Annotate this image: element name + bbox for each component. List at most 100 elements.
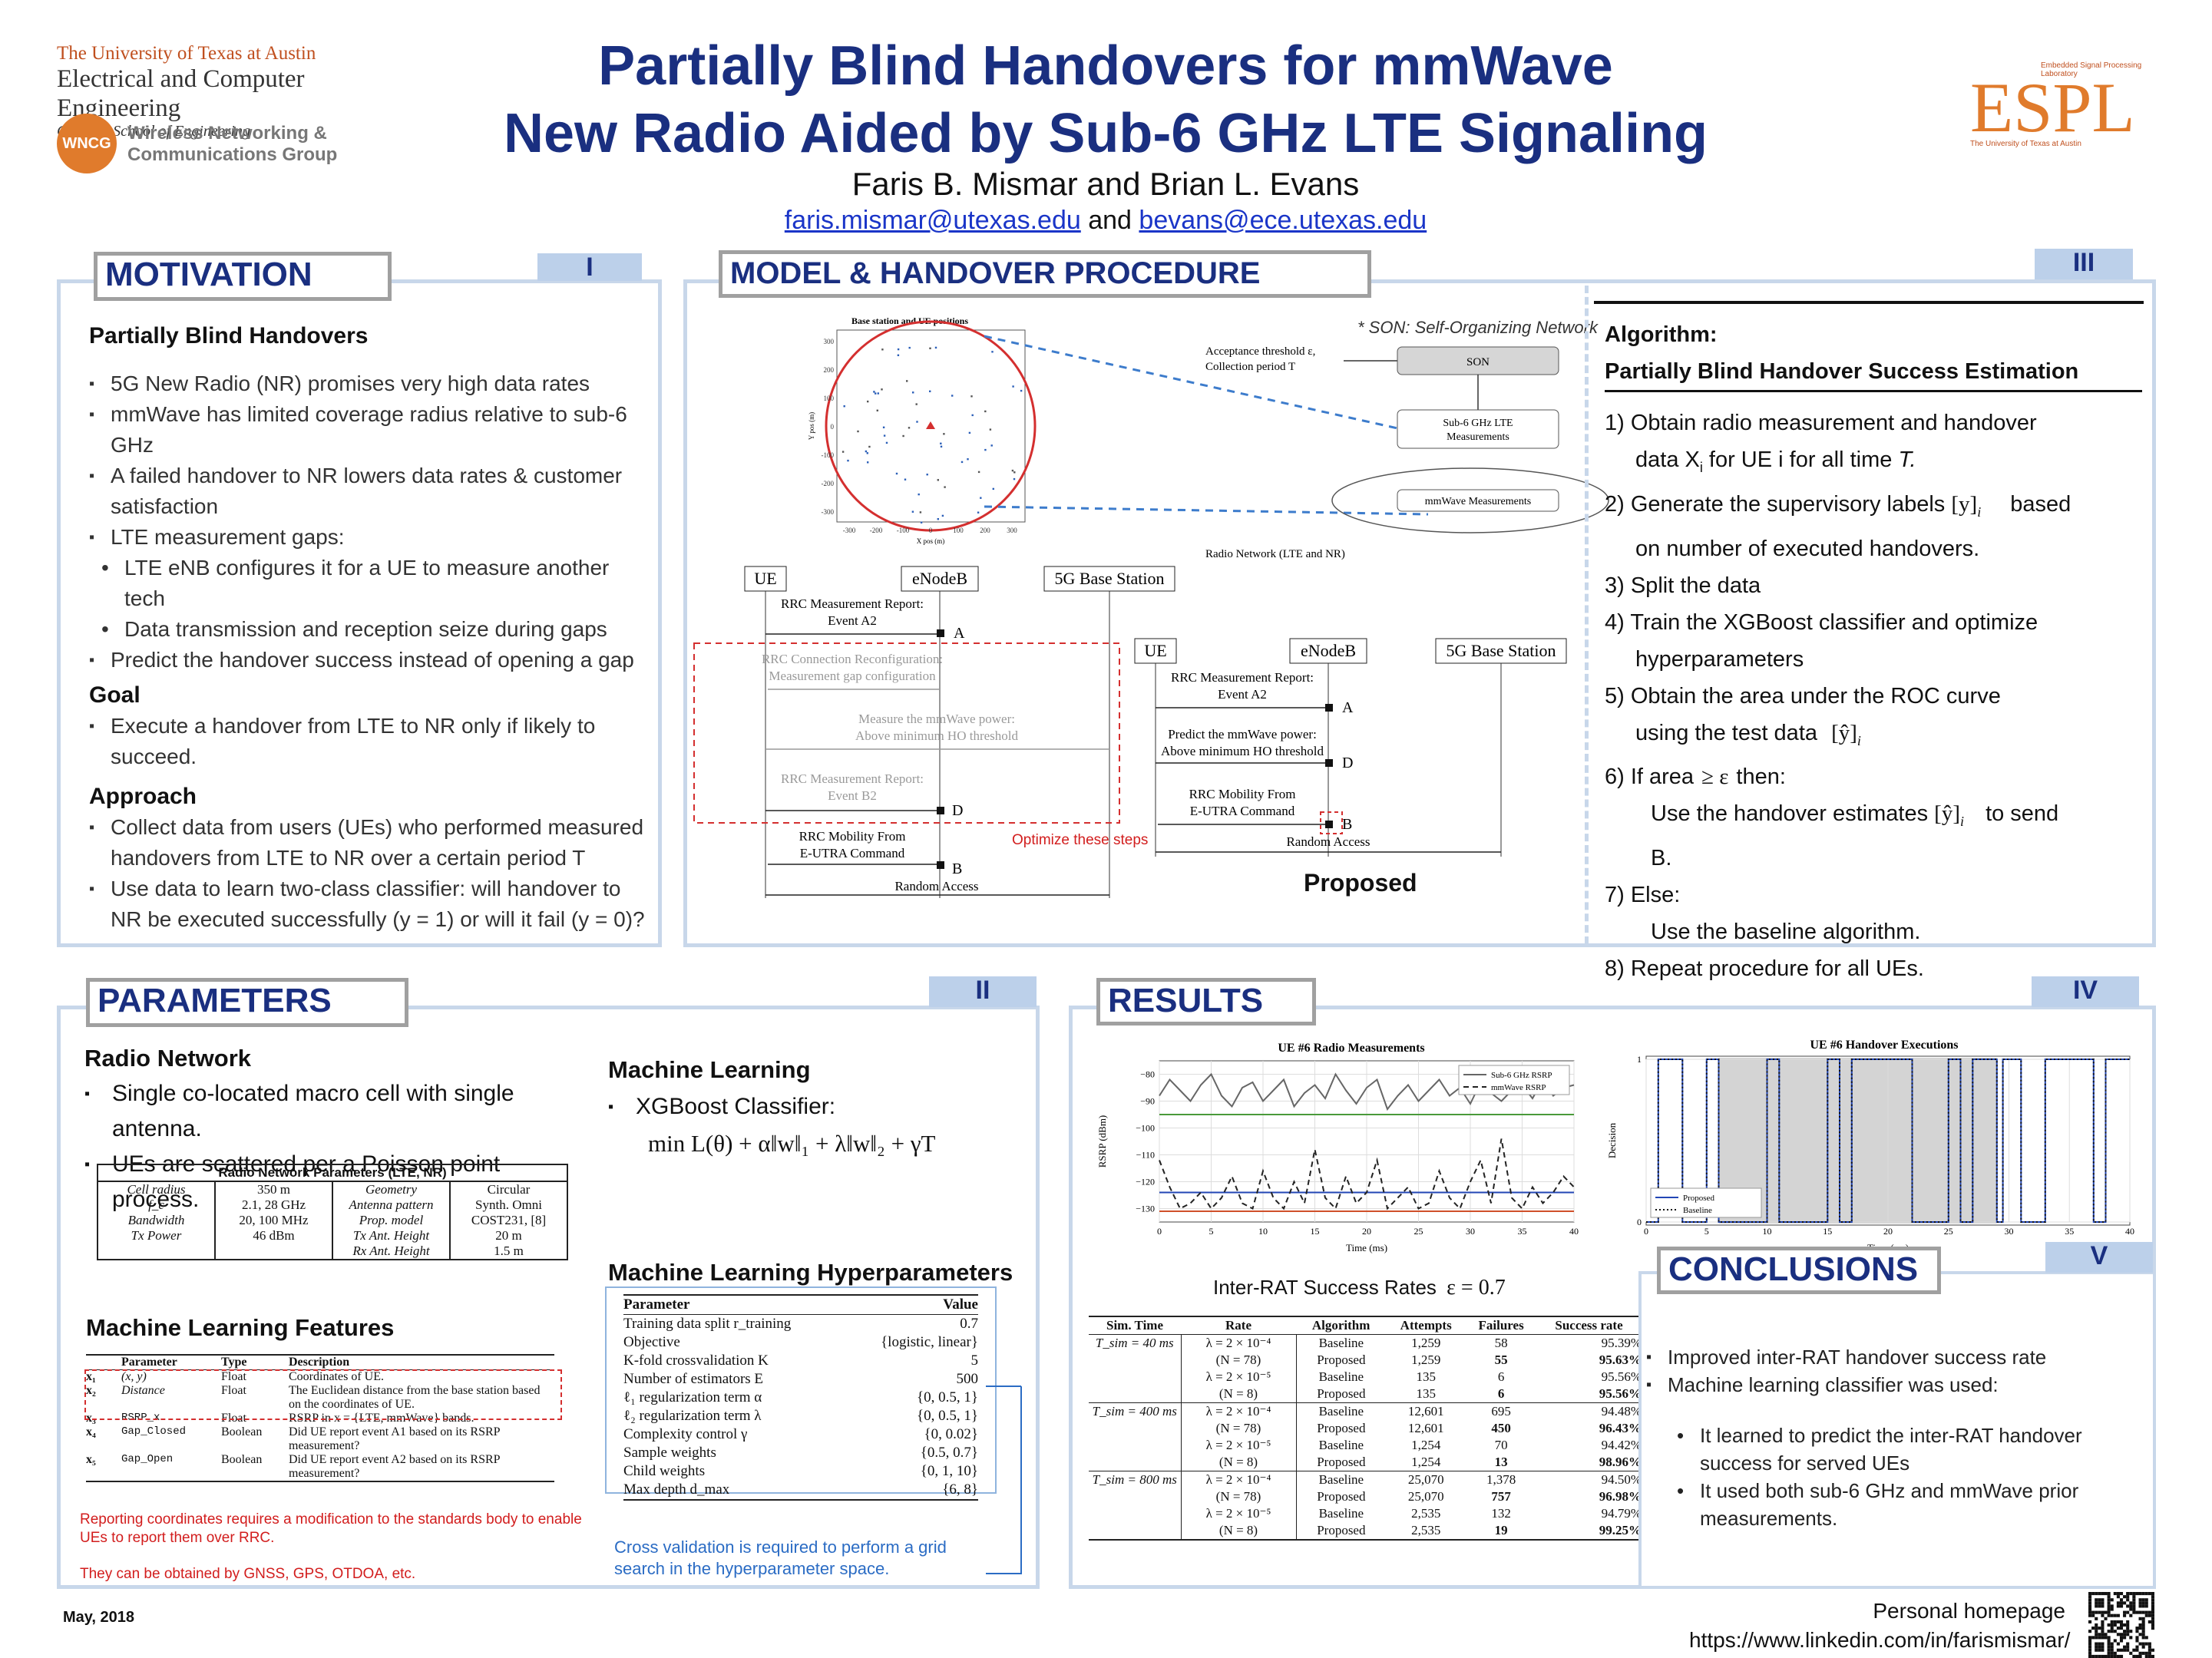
qr-cell <box>2141 1630 2145 1633</box>
qr-cell <box>2119 1601 2124 1605</box>
hyper-cell: {0, 0.5, 1} <box>917 1408 978 1424</box>
homepage-url[interactable]: https://www.linkedin.com/in/farismismar/ <box>1689 1628 2071 1652</box>
motivation-bullet: 5G New Radio (NR) promises very high dat… <box>89 368 650 399</box>
algo-step-2-text: 2) Generate the supervisory labels <box>1605 491 1946 517</box>
feature-cell: Float <box>221 1384 246 1397</box>
qr-cell <box>2129 1651 2133 1655</box>
qr-cell <box>2107 1595 2111 1599</box>
rates-cell: Proposed <box>1317 1386 1366 1401</box>
seq1-m6: Random Access <box>894 879 978 893</box>
algo-step-1-text: 1) Obtain radio measurement and handover <box>1605 411 2037 435</box>
qr-cell <box>2151 1623 2154 1627</box>
qr-cell <box>2098 1636 2101 1640</box>
coords-note-2: They can be obtained by GNSS, GPS, OTDOA… <box>80 1566 416 1582</box>
qr-cell <box>2098 1601 2101 1605</box>
qr-cell <box>2113 1630 2117 1633</box>
seq1-ue-box <box>744 566 787 592</box>
rates-cell: 6 <box>1497 1369 1505 1384</box>
rates-cell: 99.25% <box>1599 1523 1642 1537</box>
qr-cell <box>2144 1592 2148 1596</box>
rates-cell: λ = 2 × 10⁻⁴ <box>1181 1402 1297 1420</box>
rates-cell: 1,254 <box>1411 1455 1441 1469</box>
seq1-m3b: Above minimum HO threshold <box>855 728 1019 743</box>
motivation-title: MOTIVATION <box>94 252 392 301</box>
hyper-arrow-line <box>986 1386 1022 1574</box>
c1-ytick: −130 <box>1136 1204 1155 1214</box>
qr-cell <box>2116 1613 2120 1617</box>
c2-xtick: 30 <box>2005 1226 2014 1237</box>
qr-cell <box>2132 1604 2136 1608</box>
qr-cell <box>2104 1592 2108 1596</box>
rn-cell: Rx Ant. Height <box>332 1244 451 1260</box>
ue-point <box>977 471 980 474</box>
rates-cell: 94.48% <box>1601 1404 1642 1419</box>
feature-cell: Did UE report event A2 based on its RSRP… <box>289 1453 500 1480</box>
qr-cell <box>2119 1639 2124 1643</box>
rates-cell: λ = 2 × 10⁻⁵ <box>1181 1369 1297 1386</box>
sub6-box-line1: Sub-6 GHz LTE <box>1443 418 1513 429</box>
algo-step-2: 2) Generate the supervisory labels [y]i … <box>1605 486 2142 530</box>
seq1-bs-box <box>1043 566 1175 592</box>
hyper-row: Sample weights{0.5, 0.7} <box>623 1444 978 1462</box>
algo-step-5-text: using the test data <box>1635 720 1817 745</box>
qr-cell <box>2119 1620 2124 1623</box>
proposed-sequence: UE eNodeB 5G Base Station RRC Measuremen… <box>1134 638 1567 857</box>
scatter-xlabel: X pos (m) <box>917 537 945 545</box>
qr-cell <box>2098 1627 2101 1630</box>
qr-cell <box>2091 1592 2095 1596</box>
qr-code-icon[interactable] <box>2088 1592 2154 1658</box>
qr-cell <box>2144 1610 2148 1614</box>
email-link-2[interactable]: bevans@ece.utexas.edu <box>1139 206 1427 235</box>
seq1-enb: eNodeB <box>912 569 967 588</box>
qr-cell <box>2126 1630 2130 1633</box>
qr-cell <box>2132 1607 2136 1611</box>
rates-cell: 19 <box>1494 1523 1508 1537</box>
algo-y-label: [y] <box>1951 491 1978 517</box>
motivation-sub-bullet: LTE eNB configures it for a UE to measur… <box>89 553 650 614</box>
hyper-cell: 5 <box>970 1352 979 1369</box>
qr-cell <box>2098 1604 2101 1608</box>
approach-list: Collect data from users (UEs) who perfor… <box>89 812 650 935</box>
scatter-x-ticks: -300 -200 -100 0 100 200 300 <box>843 527 1018 534</box>
qr-cell <box>2151 1620 2154 1623</box>
rates-col: Algorithm <box>1311 1318 1371 1333</box>
conclusion-bullet: Machine learning classifier was used: <box>1646 1371 2145 1399</box>
rates-cell: Proposed <box>1317 1489 1366 1504</box>
qr-cell <box>2123 1636 2127 1640</box>
qr-cell <box>2088 1639 2092 1643</box>
rates-cell: 695 <box>1491 1404 1511 1419</box>
qr-cell <box>2151 1604 2154 1608</box>
qr-cell <box>2148 1651 2151 1655</box>
ue-point <box>943 433 945 435</box>
rates-cell: Proposed <box>1317 1455 1366 1469</box>
hyper-cell: ℓ₂ regularization term λ <box>623 1408 762 1424</box>
c1-series-line-1 <box>1159 1138 1575 1210</box>
email-link-1[interactable]: faris.mismar@utexas.edu <box>784 206 1081 235</box>
rates-col: Sim. Time <box>1106 1318 1163 1333</box>
qr-cell <box>2138 1623 2142 1627</box>
c1-xtick: 15 <box>1311 1226 1320 1237</box>
qr-cell <box>2116 1654 2120 1658</box>
ue-point <box>847 459 849 462</box>
qr-cell <box>2151 1610 2154 1614</box>
ml-formula: min L(θ) + α‖w‖₁ + λ‖w‖₂ + γT <box>648 1130 936 1157</box>
qr-cell <box>2126 1604 2130 1608</box>
seq2-m2b: Above minimum HO threshold <box>1161 744 1324 758</box>
qr-cell <box>2135 1648 2139 1652</box>
qr-cell <box>2095 1610 2098 1614</box>
qr-cell <box>2088 1642 2092 1646</box>
qr-cell <box>2095 1642 2098 1646</box>
qr-cell <box>2098 1642 2101 1646</box>
qr-cell <box>2088 1601 2092 1605</box>
qr-cell <box>2144 1654 2148 1658</box>
c2-legend-label: Proposed <box>1683 1194 1714 1203</box>
qr-cell <box>2110 1642 2114 1646</box>
scatter-ytick: 300 <box>824 338 835 345</box>
seq2-ue-box <box>1134 638 1177 664</box>
